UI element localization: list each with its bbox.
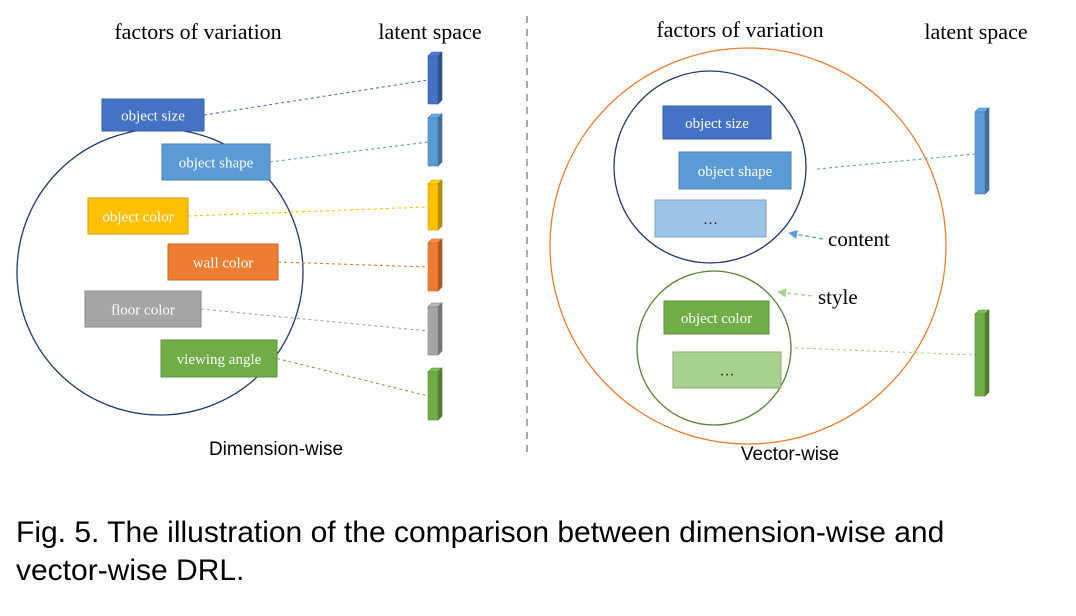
right-connection-lines: [794, 153, 976, 356]
content-factor-ellipsis: …: [654, 199, 767, 238]
left-latent-dimensions: [427, 51, 443, 421]
left-factors-heading: factors of variation: [114, 19, 281, 44]
factor-floor-color: floor color: [84, 290, 202, 328]
style-circle: [636, 270, 792, 426]
content-factor-object-shape-fill: [678, 151, 792, 190]
content-factor-object-size-label: object size: [685, 116, 749, 132]
latent-dim-object-size: [427, 51, 443, 105]
figure-caption-line-2: vector-wise DRL.: [16, 554, 245, 587]
content-arrow: [788, 229, 824, 240]
link-floor-color: [200, 308, 429, 332]
factor-object-size: object size: [101, 98, 205, 132]
latent-dim-object-color: [427, 179, 443, 231]
style-factor-ellipsis-fill: [672, 351, 782, 389]
latent-dim-object-size-side: [437, 51, 443, 105]
figure-caption-line-1: Fig. 5. The illustration of the comparis…: [16, 516, 945, 549]
content-latent-vector-front: [974, 111, 986, 195]
style-latent-vector: [974, 309, 990, 397]
style-factor-object-color-fill: [663, 300, 770, 335]
content-latent-vector-side: [984, 107, 990, 195]
latent-dim-floor-color-side: [437, 302, 443, 356]
latent-dim-wall-color-front: [427, 242, 439, 292]
latent-dim-object-shape-side: [437, 113, 443, 167]
latent-dim-wall-color: [427, 238, 443, 292]
content-factor-ellipsis-fill: [654, 199, 767, 238]
content-circle: [613, 70, 807, 264]
dimension-wise-panel: factors of variation latent space object…: [16, 19, 482, 460]
content-factor-ellipsis-label: …: [703, 212, 718, 228]
content-label: content: [828, 227, 890, 251]
factor-object-size-label: object size: [121, 108, 185, 124]
right-latent-vectors: [974, 107, 990, 397]
content-factor-boxes: object size object shape …: [654, 105, 792, 238]
style-label: style: [818, 285, 858, 309]
latent-dim-floor-color-front: [427, 306, 439, 356]
latent-dim-object-color-side: [437, 179, 443, 231]
content-factor-object-size-fill: [662, 105, 772, 140]
latent-dim-object-color-front: [427, 183, 439, 231]
link-wall-color: [277, 261, 429, 268]
factor-wall-color-fill: [167, 243, 279, 281]
link-object-shape: [269, 141, 429, 163]
factor-viewing-angle-fill: [160, 339, 278, 378]
latent-dim-object-size-front: [427, 55, 439, 105]
left-connection-lines: [187, 79, 429, 397]
latent-dim-floor-color: [427, 302, 443, 356]
latent-dim-object-shape: [427, 113, 443, 167]
factor-object-color: object color: [87, 197, 189, 235]
factor-floor-color-label: floor color: [111, 302, 175, 318]
factor-object-color-fill: [87, 197, 189, 235]
content-latent-vector: [974, 107, 990, 195]
content-factor-object-shape: object shape: [678, 151, 792, 190]
factor-object-size-fill: [101, 98, 205, 132]
right-factors-heading: factors of variation: [656, 17, 823, 42]
factor-viewing-angle-label: viewing angle: [177, 352, 262, 368]
link-object-size: [203, 79, 429, 116]
latent-dim-viewing-angle-side: [437, 367, 443, 421]
link-object-color: [187, 206, 429, 217]
factor-object-shape: object shape: [161, 143, 271, 181]
style-factor-object-color-label: object color: [681, 311, 752, 327]
left-factor-boxes: object size object shape object color wall …: [84, 98, 279, 378]
latent-dim-wall-color-side: [437, 238, 443, 292]
style-factor-ellipsis-label: …: [720, 363, 735, 379]
vector-wise-panel: factors of variation latent space object…: [549, 17, 1028, 465]
factor-object-shape-fill: [161, 143, 271, 181]
content-factor-object-size: object size: [662, 105, 772, 140]
figure-caption: Fig. 5. The illustration of the comparis…: [16, 514, 1056, 590]
left-latent-heading: latent space: [378, 19, 481, 44]
vector-wise-outer-circle: [549, 47, 947, 445]
vector-wise-caption: Vector-wise: [741, 444, 839, 465]
link-content-vector: [816, 153, 976, 170]
factor-wall-color: wall color: [167, 243, 279, 281]
style-arrow: [777, 288, 813, 298]
link-style-vector: [794, 347, 976, 356]
style-factor-ellipsis: …: [672, 351, 782, 389]
style-latent-vector-side: [984, 309, 990, 397]
link-viewing-angle: [276, 357, 429, 397]
factor-viewing-angle: viewing angle: [160, 339, 278, 378]
style-factor-object-color: object color: [663, 300, 770, 335]
latent-dim-viewing-angle-front: [427, 371, 439, 421]
style-latent-vector-front: [974, 313, 986, 397]
dimension-wise-caption: Dimension-wise: [209, 439, 343, 460]
content-factor-object-shape-label: object shape: [698, 164, 773, 180]
factor-floor-color-fill: [84, 290, 202, 328]
style-factor-boxes: object color …: [663, 300, 782, 389]
factor-object-shape-label: object shape: [179, 155, 254, 171]
factor-wall-color-label: wall color: [193, 255, 253, 271]
right-latent-heading: latent space: [924, 19, 1027, 44]
latent-dim-viewing-angle: [427, 367, 443, 421]
factor-object-color-label: object color: [102, 209, 173, 225]
latent-dim-object-shape-front: [427, 117, 439, 167]
